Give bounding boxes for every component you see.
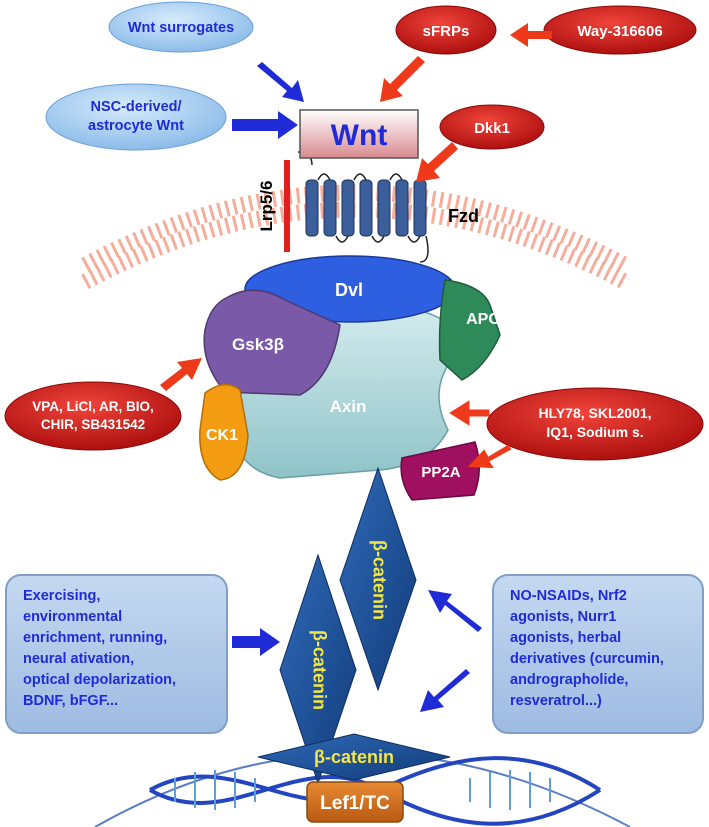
left-box-line: enrichment, running,	[23, 630, 168, 646]
activators-box-left: Exercising, environmental enrichment, ru…	[5, 574, 228, 734]
ck1-shape	[199, 384, 249, 481]
red-arrows	[160, 23, 552, 469]
destruction-complex	[199, 255, 501, 501]
beta-catenin-middle-label: β-catenin	[309, 630, 329, 710]
right-box-line: NO-NSAIDs, Nrf2	[510, 588, 627, 604]
gsk3b-shape	[203, 289, 341, 396]
right-box-line: resveratrol...)	[510, 693, 602, 709]
wnt-surrogates-oval	[108, 1, 254, 53]
fzd-label: Fzd	[448, 206, 479, 226]
beta-catenin-nuclear-label: β-catenin	[314, 747, 394, 767]
wnt-surrogates-label: Wnt surrogates	[128, 20, 234, 36]
dkk1-label: Dkk1	[474, 120, 510, 137]
arrow-way	[510, 23, 552, 47]
nsc-wnt-line-2: astrocyte Wnt	[88, 118, 184, 134]
cell-membrane	[81, 184, 629, 290]
beta-catenin-upper-label: β-catenin	[369, 540, 389, 620]
sfrps-label: sFRPs	[423, 23, 470, 40]
gsk3b-label: Gsk3β	[232, 335, 284, 354]
axin-label: Axin	[330, 397, 367, 416]
left-box-line: optical depolarization,	[23, 672, 177, 688]
arrow-nsc-wnt	[232, 111, 298, 139]
nsc-wnt-line-1: NSC-derived/	[90, 99, 181, 115]
nsc-wnt-oval	[45, 83, 227, 151]
wnt-ligand-box	[299, 109, 419, 159]
lrp-receptor-bar	[284, 160, 290, 252]
pp2a-shape	[400, 441, 480, 501]
arrow-right-box-lower	[420, 669, 470, 712]
right-box-line: andrographolide,	[510, 672, 629, 688]
dkk1-oval	[439, 104, 545, 150]
left-box-line: BDNF, bFGF...	[23, 693, 119, 709]
right-box-line: agonists, Nurr1	[510, 609, 617, 625]
fzd-receptor	[297, 151, 429, 263]
beta-catenin-upper: β-catenin	[339, 466, 417, 692]
arrow-sfrps	[380, 56, 425, 102]
arrow-pp2a	[467, 444, 512, 469]
arrow-gsk3b-inhibitors	[160, 358, 202, 391]
arrow-right-box-upper	[428, 590, 482, 632]
lrp-label: Lrp5/6	[257, 180, 276, 231]
left-box-line: Exercising,	[23, 588, 101, 604]
apc-label: APC	[466, 311, 500, 328]
arrow-wnt-surrogates	[257, 62, 304, 102]
gsk3b-inhibitors-line-2: CHIR, SB431542	[41, 417, 145, 432]
activators-box-right: NO-NSAIDs, Nrf2 agonists, Nurr1 agonists…	[492, 574, 704, 734]
lef1-tc-label: Lef1/TC	[320, 793, 390, 814]
axin-modulators-line-1: HLY78, SKL2001,	[538, 405, 651, 421]
axin-modulators-oval	[486, 387, 704, 461]
sfrps-oval	[395, 5, 497, 55]
axin-modulators-line-2: IQ1, Sodium s.	[546, 424, 643, 440]
arrow-dkk1	[416, 142, 458, 182]
arrow-left-box	[232, 628, 280, 656]
wnt-label: Wnt	[331, 119, 388, 152]
gsk3b-inhibitors-line-1: VPA, LiCl, AR, BIO,	[32, 399, 154, 414]
way-label: Way-316606	[577, 23, 662, 40]
way-oval	[543, 5, 697, 55]
lef1-tc-box	[306, 781, 404, 823]
beta-catenin-nuclear: β-catenin	[257, 733, 451, 781]
dvl-label: Dvl	[335, 280, 363, 300]
ck1-label: CK1	[206, 427, 238, 444]
apc-shape	[438, 279, 501, 381]
left-box-line: environmental	[23, 609, 123, 625]
right-box-line: derivatives (curcumin,	[510, 651, 664, 667]
blue-arrows	[232, 62, 482, 712]
arrow-axin-modulators	[449, 400, 490, 426]
left-box-line: neural ativation,	[23, 651, 135, 667]
gsk3b-inhibitors-oval	[4, 381, 182, 451]
right-box-line: agonists, herbal	[510, 630, 622, 646]
pp2a-label: PP2A	[421, 464, 460, 481]
